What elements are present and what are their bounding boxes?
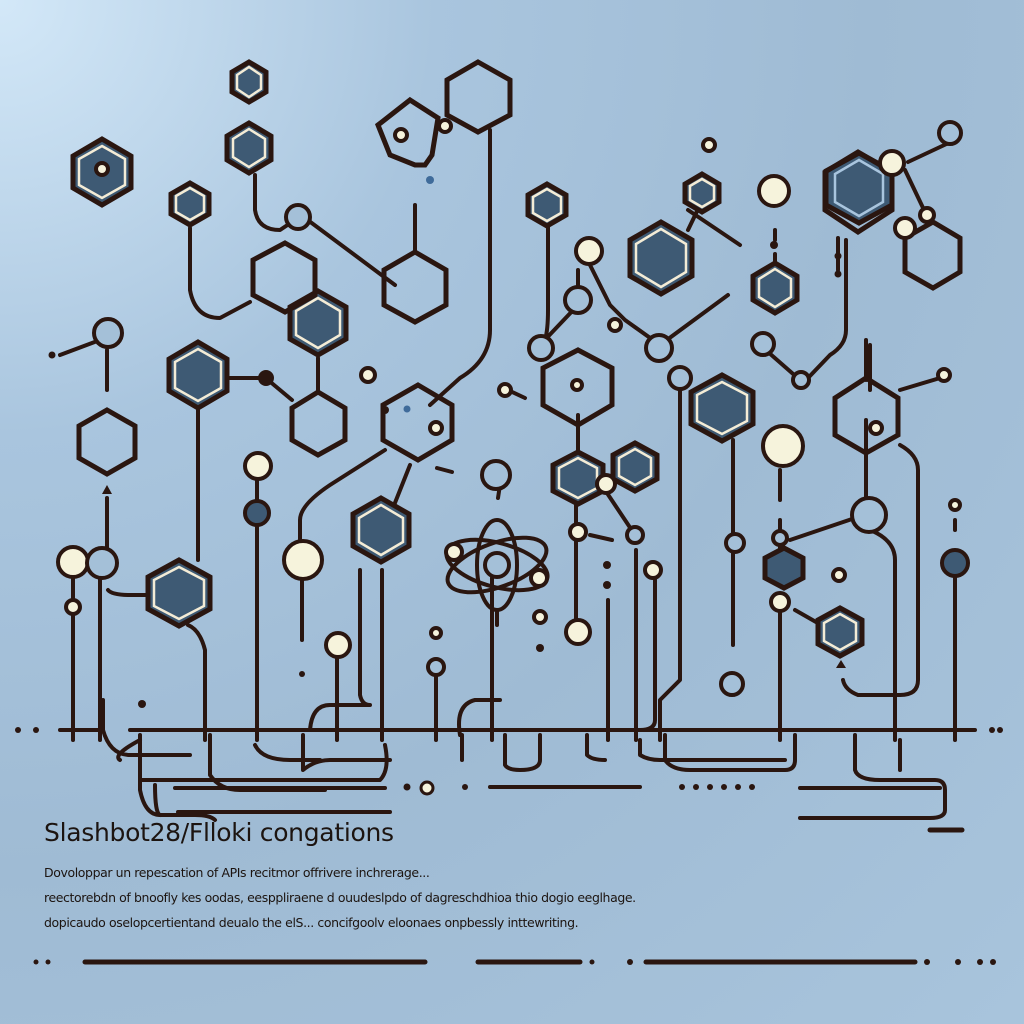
- caption-line-1: Dovoloppar un repescation of APIs recitm…: [44, 865, 430, 880]
- caption-line-3: dopicaudo oselopcertientand deualo the e…: [44, 915, 579, 930]
- light-nodes: [56, 118, 962, 659]
- outline-hexagons: [76, 59, 963, 477]
- baseline-bus: [15, 698, 1003, 822]
- caption-rules: [33, 827, 996, 965]
- dark-nodes: [48, 176, 970, 708]
- filled-hexagons: [70, 59, 895, 659]
- connector-lines: [58, 128, 957, 742]
- caption-line-2: reectorebdn of bnoofly kes oodas, eesppl…: [44, 890, 636, 905]
- atom-icon: [444, 518, 550, 627]
- caption-title: Slashbot28/Flloki congations: [44, 818, 394, 847]
- blue-nodes: [85, 120, 963, 697]
